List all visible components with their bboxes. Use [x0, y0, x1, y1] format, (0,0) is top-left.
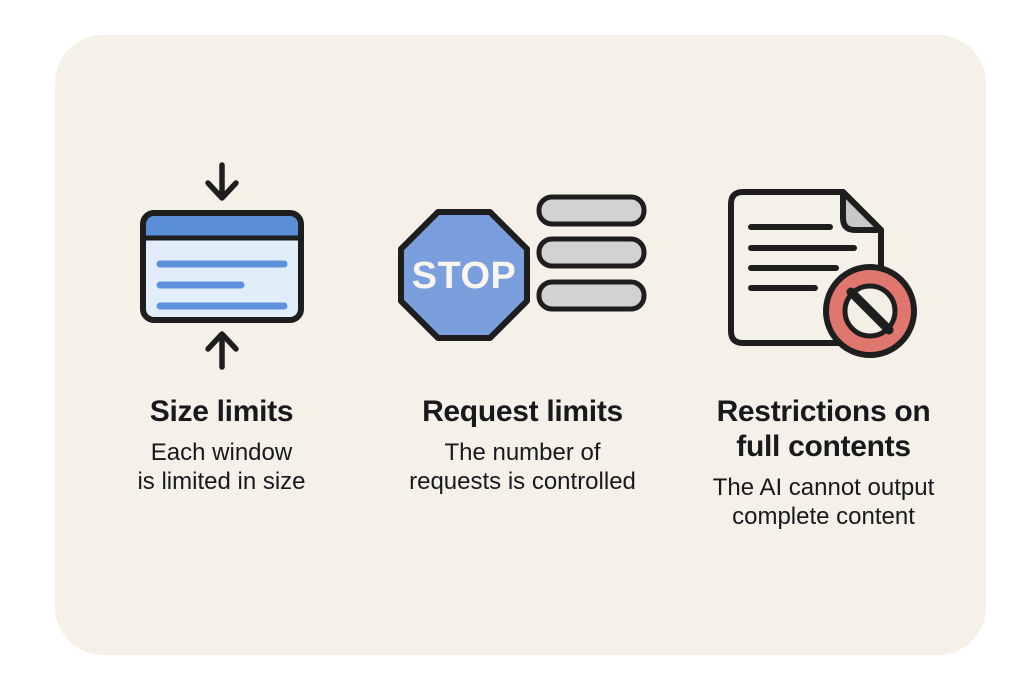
section-request-limits: STOP Request limits The number of reques… [372, 160, 673, 532]
compress-up-arrow-icon [204, 331, 239, 370]
prohibition-icon [822, 264, 917, 358]
stop-sign-icon: STOP [397, 209, 530, 341]
section-title: Request limits [422, 395, 623, 428]
request-limits-icon-box: STOP [397, 160, 648, 372]
size-limits-icon-box [137, 160, 307, 372]
section-title: Size limits [149, 395, 294, 428]
document-text-lines [747, 224, 857, 291]
section-description: The number of requests is controlled [409, 439, 636, 496]
browser-window-icon [139, 210, 304, 323]
section-size-limits: Size limits Each window is limited in si… [71, 160, 372, 532]
restricted-document-icon [727, 189, 917, 358]
compress-down-arrow-icon [204, 162, 239, 201]
sections-row: Size limits Each window is limited in si… [55, 35, 986, 532]
section-description: The AI cannot output complete content [712, 474, 935, 531]
request-stack-icon [536, 194, 646, 312]
section-description: Each window is limited in size [137, 439, 306, 496]
stop-sign-label: STOP [411, 255, 516, 297]
stop-sign-requests-icon: STOP [397, 194, 646, 341]
window-text-lines [156, 260, 287, 310]
section-title: Restrictions on full contents [716, 395, 931, 464]
infographic-card: Size limits Each window is limited in si… [55, 35, 986, 655]
restrictions-icon-box [724, 160, 924, 372]
section-restrictions: Restrictions on full contents The AI can… [673, 160, 974, 532]
window-compress-icon [139, 162, 304, 370]
